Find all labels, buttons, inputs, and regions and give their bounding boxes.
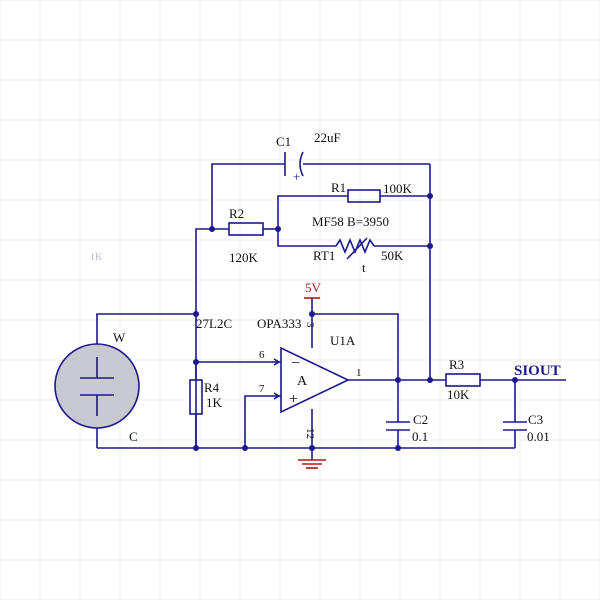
r2-value: 120K [229,250,259,265]
supply-5v: 5V [304,280,322,299]
resistor-r4[interactable]: R4 1K [189,379,223,448]
junction [427,377,433,383]
rt1-symbol: t [362,260,366,275]
junction [193,359,199,365]
opamp-plus: + [289,391,298,408]
junctions [193,193,518,451]
wire-sensor-top [96,313,196,357]
resistor-r1[interactable]: R1 100K [331,180,413,203]
pin-gnd: 12 [304,428,316,439]
junction [242,445,248,451]
wire-rt1-left [277,229,336,247]
c2-value: 0.1 [412,429,428,444]
capacitor-c3[interactable]: C3 0.01 [503,412,550,444]
sensor-pin-w: W [113,330,126,345]
r1-value: 100K [383,181,413,196]
wires [96,163,566,460]
watermark: 1K [90,252,103,263]
pin-noninv: 7 [259,383,265,395]
c3-value: 0.01 [527,429,550,444]
junction [395,377,401,383]
r4-value: 1K [206,395,223,410]
junction [427,193,433,199]
ground-icon [298,459,326,469]
c2-ref: C2 [413,412,428,427]
opamp-minus: − [291,355,300,372]
wire-r1-left [277,195,348,229]
junction [309,445,315,451]
rt1-type-note: MF58 B=3950 [312,214,389,229]
r3-ref: R3 [449,357,464,372]
rt1-value: 50K [381,248,404,263]
thermistor-rt1[interactable]: MF58 B=3950 RT1 50K t [312,214,404,275]
opamp-sub: A [297,374,308,389]
capacitor-c2[interactable]: C2 0.1 [386,412,428,444]
opamp-ref: U1A [330,333,356,348]
junction [209,226,215,232]
net-label-siout[interactable]: SIOUT [514,363,561,379]
junction [512,377,518,383]
junction [395,445,401,451]
c1-polarity: + [293,169,300,184]
r1-ref: R1 [331,180,346,195]
r2-ref: R2 [229,206,244,221]
r4-ref: R4 [204,380,220,395]
resistor-r3[interactable]: R3 10K [445,357,481,402]
rt1-ref: RT1 [313,248,335,263]
c1-ref: C1 [276,134,291,149]
capacitor-c1[interactable]: + C1 22uF [276,130,341,184]
pin-vcc: 3 [304,322,316,328]
junction [427,243,433,249]
resistor-r2[interactable]: R2 120K [228,206,264,265]
junction [193,311,199,317]
pin-inv: 6 [259,349,265,361]
opamp-u1a[interactable]: − + A OPA333 U1A 6 7 1 3 12 [257,316,362,439]
wire-noninv-input [244,395,272,448]
junction [275,226,281,232]
c3-ref: C3 [528,412,543,427]
sensor-pin-c: C [129,429,138,444]
sensor-27l2c[interactable]: W C 27L2C [54,316,232,444]
sensor-part: 27L2C [196,316,232,331]
c1-value: 22uF [314,130,341,145]
supply-label: 5V [305,280,322,295]
junction [309,311,315,317]
opamp-part: OPA333 [257,316,301,331]
wire-vcc-to-c2 [312,313,399,422]
pin-out: 1 [356,367,362,379]
r3-value: 10K [447,387,470,402]
